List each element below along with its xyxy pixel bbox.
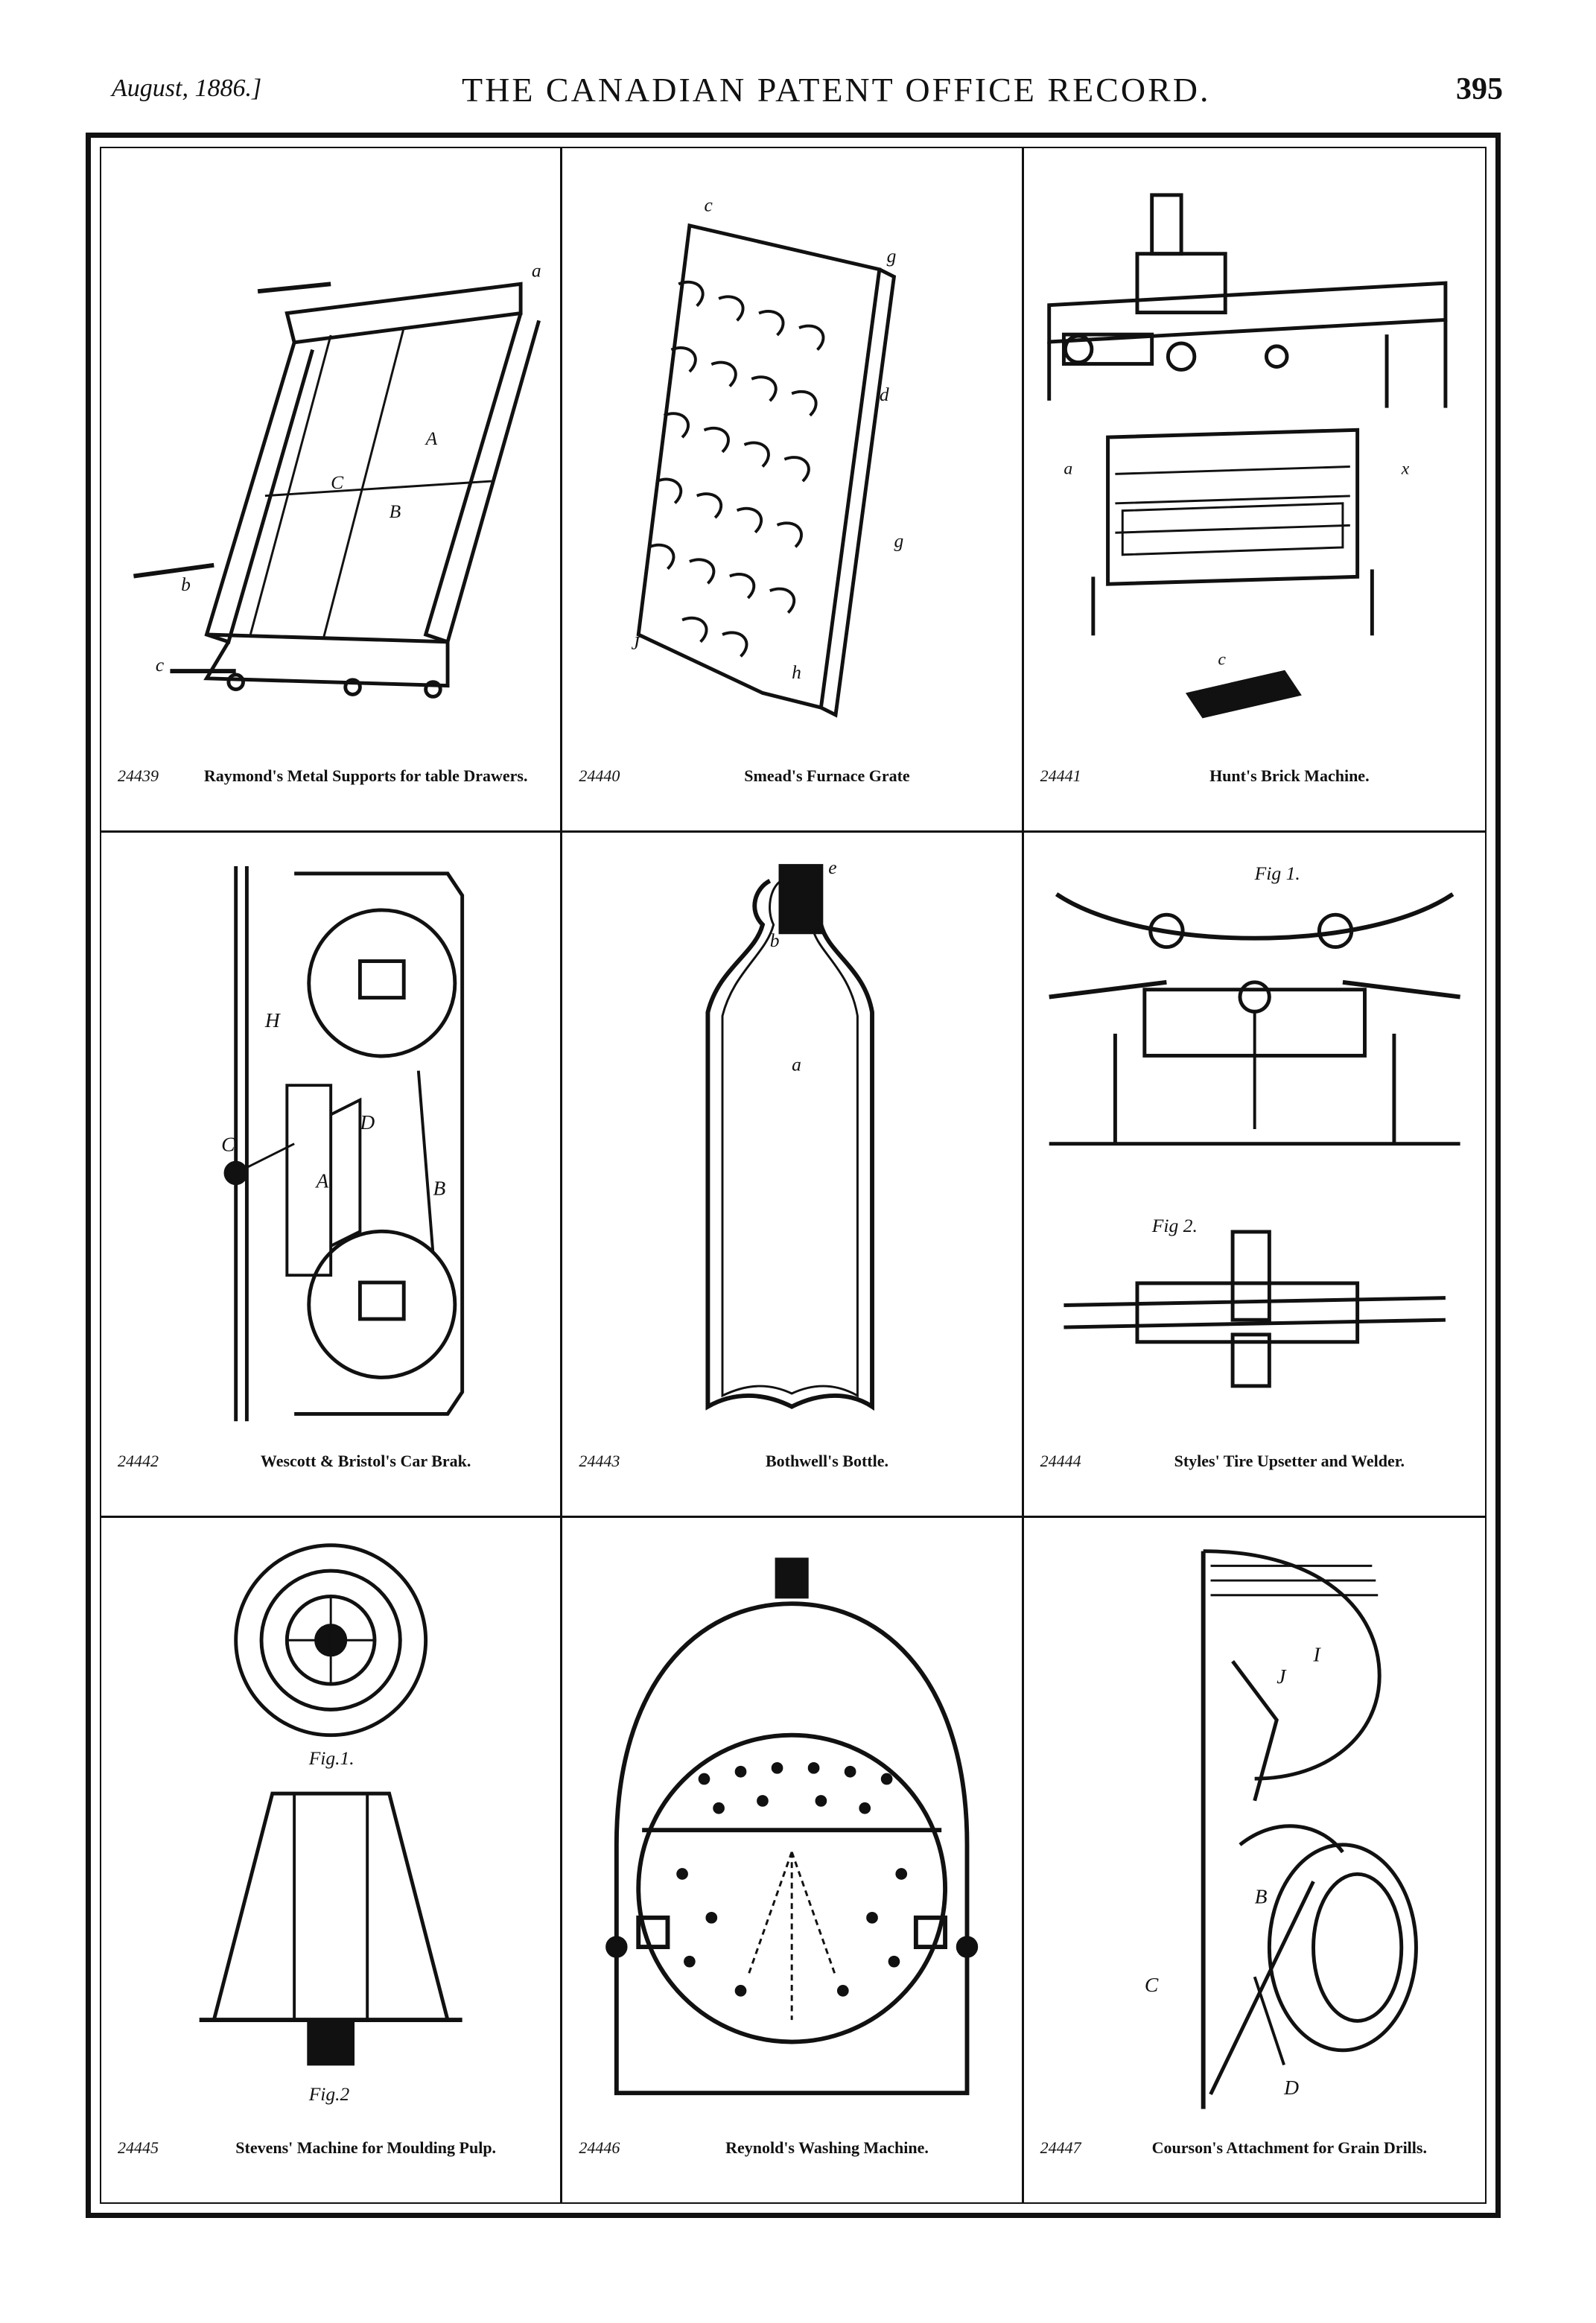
svg-text:B: B (390, 500, 401, 522)
patent-title: Bothwell's Bottle. (765, 1451, 888, 1470)
drawing-grain-drill-attachment: J I B D C (1034, 1528, 1475, 2132)
svg-text:e: e (829, 857, 837, 878)
patent-cell-24447: J I B D C 24447 Courson's Attachment for Gr… (1024, 1518, 1485, 2202)
plate-inner-frame: A B C b a c 24439 Raymond's Metal Supports f… (100, 147, 1487, 2204)
svg-text:B: B (433, 1178, 445, 1200)
patent-title: Raymond's Metal Supports for table Drawe… (203, 766, 528, 786)
svg-text:a: a (792, 1054, 801, 1075)
caption: 24446 Reynold's Washing Machine. (579, 2135, 1008, 2189)
svg-text:C: C (1144, 1973, 1158, 1996)
svg-text:A: A (315, 1170, 329, 1192)
patent-number: 24439 (118, 766, 159, 786)
caption: 24443 Bothwell's Bottle. (579, 1449, 1008, 1502)
svg-text:x: x (1400, 459, 1409, 478)
svg-text:g: g (894, 530, 904, 551)
fig-label: Fig 1. (1253, 862, 1300, 884)
caption: 24442 Wescott & Bristol's Car Brak. (118, 1449, 547, 1502)
svg-text:J: J (632, 632, 641, 654)
patent-cell-24442: H A D B C 24442 Wescott & Bristol's Car Bra… (101, 833, 563, 1518)
fig-label: Fig.2 (308, 2083, 350, 2105)
drawing-car-brake: H A D B C (112, 843, 550, 1444)
patent-cell-24441: a x c 24441 Hunt's Brick Machine. (1023, 148, 1485, 833)
header-date: August, 1886.] (112, 74, 262, 102)
patent-cell-24445: Fig.1. Fig.2 24445 Stevens' Machine for … (101, 1517, 563, 2202)
patent-cell-24446: 24446 Reynold's Washing Machine. (562, 1517, 1024, 2202)
drawing-bottle: e b a (573, 843, 1011, 1444)
patent-title: Hunt's Brick Machine. (1209, 766, 1370, 786)
svg-text:I: I (1312, 1642, 1321, 1665)
patent-title: Styles' Tire Upsetter and Welder. (1174, 1451, 1405, 1470)
patent-number: 24446 (579, 2138, 620, 2157)
patent-number: 24447 (1040, 2138, 1081, 2157)
svg-text:c: c (705, 194, 713, 215)
svg-text:C: C (331, 471, 344, 493)
patent-cell-24439: A B C b a c 24439 Raymond's Metal Supports f… (101, 148, 563, 833)
patent-cell-24444: Fig 1. Fig 2. 24444 (1023, 833, 1485, 1518)
fig-label: Fig.1. (308, 1747, 355, 1769)
patent-number: 24444 (1040, 1451, 1081, 1470)
svg-text:b: b (770, 929, 780, 951)
svg-text:J: J (1277, 1665, 1287, 1688)
patent-grid: A B C b a c 24439 Raymond's Metal Supports f… (101, 148, 1485, 2202)
svg-text:g: g (887, 245, 897, 267)
drawing-pulp-moulder: Fig.1. Fig.2 (112, 1528, 550, 2132)
patent-title: Smead's Furnace Grate (744, 766, 910, 786)
patent-title: Wescott & Bristol's Car Brak. (260, 1451, 471, 1470)
page-number: 395 (1456, 72, 1503, 107)
illustration-plate: A B C b a c 24439 Raymond's Metal Supports f… (86, 133, 1501, 2218)
drawing-washing-machine (573, 1528, 1011, 2132)
caption: 24444 Styles' Tire Upsetter and Welder. (1040, 1449, 1472, 1502)
caption: 24440 Smead's Furnace Grate (579, 763, 1008, 817)
header-title: THE CANADIAN PATENT OFFICE RECORD. (462, 71, 1211, 109)
page-header: August, 1886.] THE CANADIAN PATENT OFFIC… (0, 0, 1596, 119)
svg-text:d: d (880, 384, 889, 405)
patent-number: 24440 (579, 766, 620, 786)
patent-title: Reynold's Washing Machine. (725, 2138, 929, 2157)
patent-number: 24445 (118, 2138, 159, 2157)
svg-text:D: D (359, 1111, 375, 1134)
patent-title: Stevens' Machine for Moulding Pulp. (235, 2138, 497, 2157)
caption: 24441 Hunt's Brick Machine. (1040, 763, 1472, 817)
drawing-drawer-supports: A B C b a c (112, 159, 550, 760)
caption: 24439 Raymond's Metal Supports for table… (118, 763, 547, 817)
svg-text:a: a (532, 260, 541, 282)
svg-text:C: C (221, 1134, 235, 1156)
drawing-tire-upsetter: Fig 1. Fig 2. (1034, 843, 1475, 1444)
svg-text:A: A (425, 428, 438, 449)
patent-number: 24442 (118, 1451, 159, 1470)
svg-text:D: D (1283, 2076, 1299, 2099)
drawing-brick-machine: a x c (1034, 159, 1475, 760)
patent-number: 24443 (579, 1451, 620, 1470)
fig-label: Fig 2. (1151, 1215, 1197, 1236)
svg-text:c: c (156, 654, 165, 676)
svg-text:h: h (792, 661, 801, 683)
svg-text:B: B (1254, 1884, 1267, 1907)
svg-text:b: b (181, 573, 191, 595)
patent-cell-24443: e b a 24443 Bothwell's Bottle. (562, 833, 1024, 1518)
svg-text:a: a (1064, 459, 1072, 478)
patent-number: 24441 (1040, 766, 1081, 786)
svg-text:c: c (1218, 650, 1226, 670)
caption: 24447 Courson's Attachment for Grain Dri… (1040, 2135, 1472, 2189)
caption: 24445 Stevens' Machine for Moulding Pulp… (118, 2135, 547, 2189)
svg-text:H: H (264, 1009, 282, 1032)
patent-title: Courson's Attachment for Grain Drills. (1151, 2138, 1427, 2157)
